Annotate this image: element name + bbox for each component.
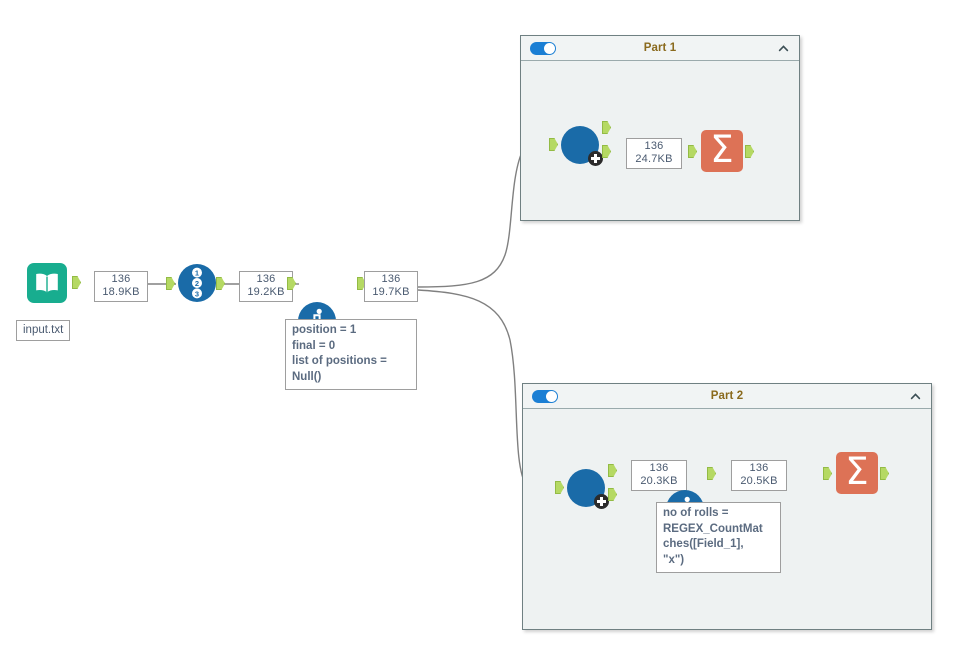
data-label-rows: 136 (749, 462, 769, 474)
annotation-line: position = 1 (292, 324, 357, 336)
data-label-size: 18.9KB (102, 286, 140, 298)
part2-formula-output-anchor[interactable] (707, 467, 716, 480)
part1-summarize-tool[interactable]: Σ (701, 130, 743, 172)
data-label-rows: 136 (644, 140, 664, 152)
part2-summarize-output-anchor[interactable] (880, 467, 889, 480)
annotation-line: ches([Field_1], (663, 538, 744, 550)
part1-macro-tool[interactable] (561, 126, 603, 166)
tool-container-part-2[interactable]: Part 2 136 20.3KB (522, 383, 932, 630)
container-title: Part 1 (643, 42, 677, 54)
book-icon (36, 273, 58, 293)
sigma-icon: Σ (710, 128, 734, 171)
part1-macro-output-anchor-bottom[interactable] (602, 145, 611, 158)
part1-summarize-input-anchor[interactable] (688, 145, 697, 158)
part2-formula-annotation: no of rolls = REGEX_CountMat ches([Field… (656, 502, 781, 573)
chevron-up-icon[interactable] (910, 391, 921, 402)
formula-annotation: position = 1 final = 0 list of positions… (285, 319, 417, 390)
part2-summarize-input-anchor[interactable] (823, 467, 832, 480)
data-label-rows: 136 (649, 462, 669, 474)
data-label-size: 24.7KB (635, 153, 673, 165)
tool-container-part-1[interactable]: Part 1 136 24.7KB Σ (520, 35, 800, 221)
wire-to-part1 (417, 151, 523, 288)
record-id-input-anchor[interactable] (166, 277, 175, 290)
container-toggle-part-1[interactable] (530, 42, 556, 55)
container-body: 136 24.7KB Σ (521, 61, 799, 220)
part2-summarize-tool[interactable]: Σ (836, 452, 878, 494)
part1-data-label: 136 24.7KB (626, 138, 682, 169)
part2-data-label-1: 136 20.3KB (631, 460, 687, 491)
container-header[interactable]: Part 2 (523, 384, 931, 409)
svg-text:2: 2 (195, 279, 199, 288)
data-label-2: 136 19.2KB (239, 271, 293, 302)
formula-input-anchor[interactable] (287, 277, 296, 290)
part1-macro-output-anchor-top[interactable] (602, 121, 611, 134)
annotation-line: list of positions = (292, 355, 387, 367)
record-id-tool[interactable]: 1 2 3 (178, 264, 216, 302)
part1-macro-input-anchor[interactable] (549, 138, 558, 151)
data-label-size: 19.2KB (247, 286, 285, 298)
chevron-up-icon[interactable] (778, 43, 789, 54)
container-toggle-part-2[interactable] (532, 390, 558, 403)
data-label-rows: 136 (256, 273, 276, 285)
data-label-3: 136 19.7KB (364, 271, 418, 302)
part2-macro-tool[interactable] (567, 469, 609, 509)
container-header[interactable]: Part 1 (521, 36, 799, 61)
plus-badge-icon (594, 494, 609, 509)
annotation-line: final = 0 (292, 339, 336, 352)
input-tool-output-anchor[interactable] (72, 276, 81, 289)
sigma-icon: Σ (845, 450, 869, 493)
input-data-tool[interactable] (27, 263, 67, 303)
data-label-size: 20.5KB (740, 475, 778, 487)
input-file-label: input.txt (16, 320, 71, 341)
data-label-rows: 136 (381, 273, 401, 285)
part2-macro-input-anchor[interactable] (555, 481, 564, 494)
data-label-1: 136 18.9KB (94, 271, 148, 302)
part1-summarize-output-anchor[interactable] (745, 145, 754, 158)
data-label-rows: 136 (111, 273, 131, 285)
annotation-line: Null() (292, 370, 322, 383)
record-id-output-anchor[interactable] (216, 277, 225, 290)
annotation-line: "x") (663, 553, 685, 566)
svg-text:3: 3 (195, 289, 199, 298)
svg-text:1: 1 (195, 269, 199, 278)
annotation-line: no of rolls = (663, 507, 729, 519)
container-title: Part 2 (710, 390, 744, 402)
record-id-123-icon: 1 2 3 (192, 267, 202, 299)
container-body: 136 20.3KB 136 20.5KB Σ (523, 409, 931, 629)
annotation-line: REGEX_CountMat (663, 522, 763, 535)
part2-data-label-2: 136 20.5KB (731, 460, 787, 491)
part2-macro-output-anchor-bottom[interactable] (608, 488, 617, 501)
plus-badge-icon (588, 151, 603, 166)
data-label-size: 19.7KB (372, 286, 410, 298)
data-label-size: 20.3KB (640, 475, 678, 487)
part2-macro-output-anchor-top[interactable] (608, 464, 617, 477)
